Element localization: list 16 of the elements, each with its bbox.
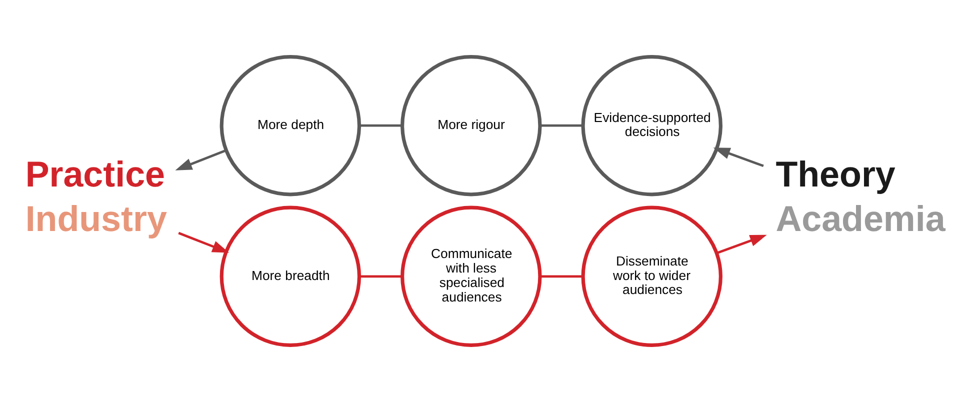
node-text: Theory Academia	[776, 154, 946, 238]
node-circle: More depth	[220, 54, 362, 196]
arrow	[713, 147, 764, 167]
node-circle: Communicate with less specialised audiences	[400, 205, 542, 346]
connector	[540, 124, 583, 126]
arrow	[178, 231, 230, 252]
node-circle: More breadth	[220, 205, 362, 346]
node-circle: Disseminate work to wider audiences	[581, 205, 722, 346]
arrow	[175, 148, 226, 170]
connector	[360, 124, 402, 126]
connector	[360, 274, 402, 278]
node-text: Practice Industry	[25, 154, 167, 238]
node-circle: More rigour	[400, 54, 542, 196]
node-circle: Evidence-supported decisions	[581, 54, 722, 196]
arrow	[716, 234, 767, 254]
connector	[540, 274, 583, 278]
